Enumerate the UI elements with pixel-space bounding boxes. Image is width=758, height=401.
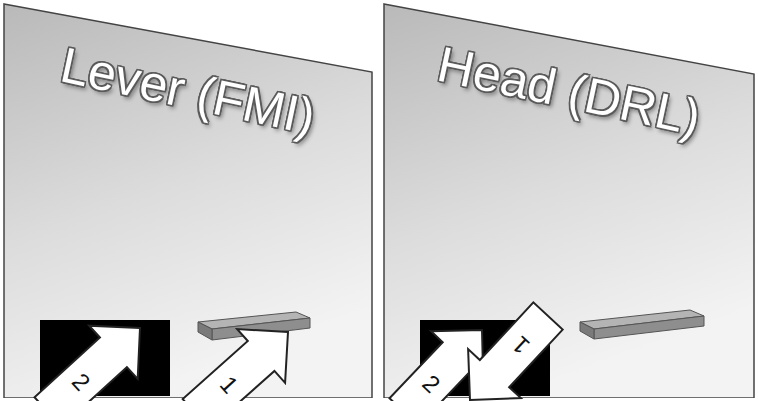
callout-number: 2 — [60, 361, 102, 401]
lever-side — [580, 322, 594, 339]
callout-number: 2 — [409, 363, 451, 401]
callout-number: 1 — [500, 324, 542, 366]
lever-front — [594, 316, 704, 339]
direction-arrow — [468, 302, 563, 400]
callout-number: 1 — [207, 364, 249, 401]
lever-side — [198, 322, 212, 340]
direction-arrow — [183, 329, 288, 401]
direction-arrow — [35, 326, 140, 401]
